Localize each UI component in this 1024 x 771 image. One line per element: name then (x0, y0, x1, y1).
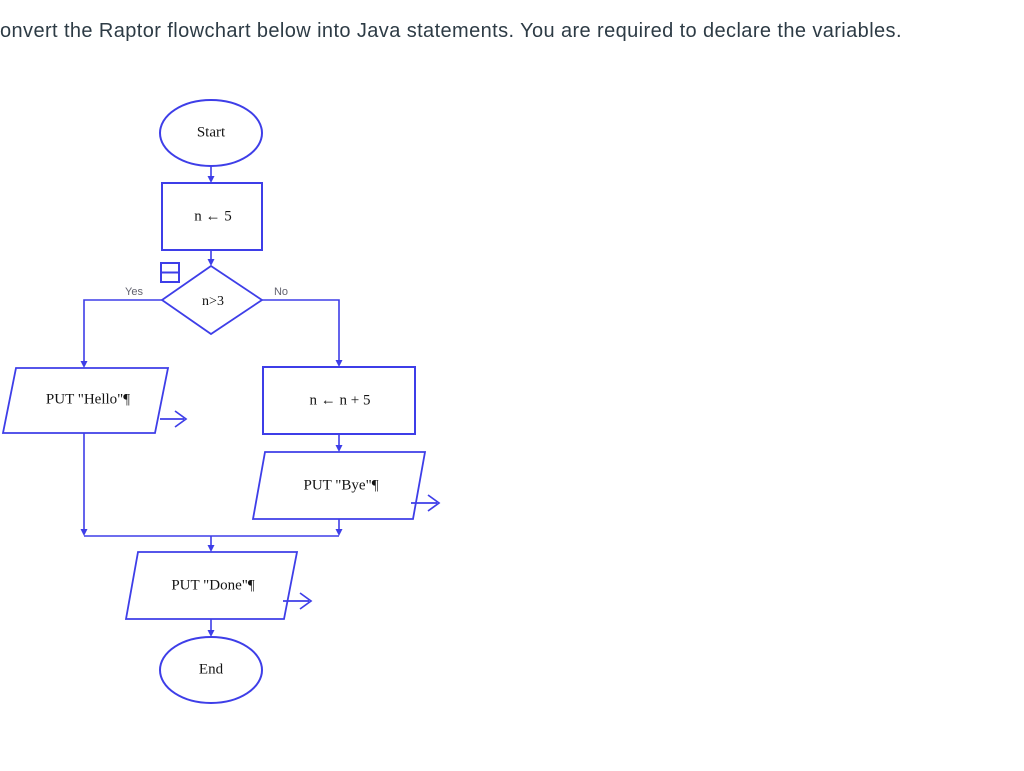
end-node-label: End (198, 661, 224, 678)
arrowhead (335, 529, 343, 536)
put-bye-parallelogram-shape (251, 451, 427, 520)
arrowhead (207, 259, 215, 266)
put-hello-node-label: PUT "Hello"¶ (45, 391, 131, 408)
arrowhead (80, 361, 88, 368)
arrowhead (207, 176, 215, 183)
put-hello-parallelogram-shape (1, 367, 170, 434)
decision-diamond-shape (160, 264, 264, 336)
arrowhead (207, 545, 215, 552)
output-arrow-icon (160, 410, 188, 428)
connector-yes-branch (83, 299, 162, 364)
yes-branch-label: Yes (125, 286, 143, 298)
put-bye-node-label: PUT "Bye"¶ (303, 477, 379, 494)
assign-n-node-label: n ← 5 (194, 208, 232, 225)
question-text: onvert the Raptor flowchart below into J… (0, 20, 902, 42)
decision-node-label: n>3 (202, 294, 224, 309)
arrowhead (80, 529, 88, 536)
start-node-label: Start (196, 124, 226, 141)
connector-no-branch (262, 299, 340, 363)
arrowhead (335, 445, 343, 452)
assign-n-plus-node-label: n ← n + 5 (309, 392, 371, 409)
arrowhead (335, 360, 343, 367)
put-done-parallelogram-shape (124, 551, 299, 620)
no-branch-label: No (273, 286, 289, 298)
output-arrow-icon (411, 494, 441, 512)
assign-n-rect-shape (161, 182, 263, 251)
output-arrow-icon (283, 592, 313, 610)
arrowhead (207, 630, 215, 637)
put-done-node-label: PUT "Done"¶ (171, 577, 255, 594)
collapse-icon (160, 262, 180, 283)
